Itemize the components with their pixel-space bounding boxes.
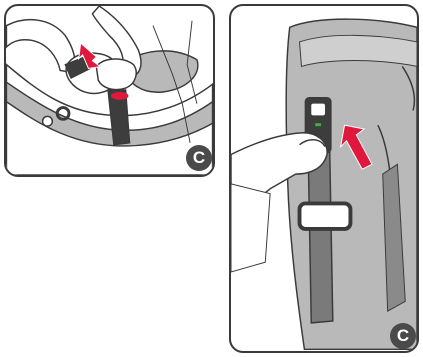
step-badge: C: [390, 323, 416, 349]
step-panel-left: C: [4, 4, 215, 177]
step-badge: C: [186, 145, 212, 171]
seat-strap-illustration: [231, 6, 417, 351]
buckle-clip-illustration: [6, 6, 213, 175]
step-panel-right: C: [229, 4, 419, 353]
